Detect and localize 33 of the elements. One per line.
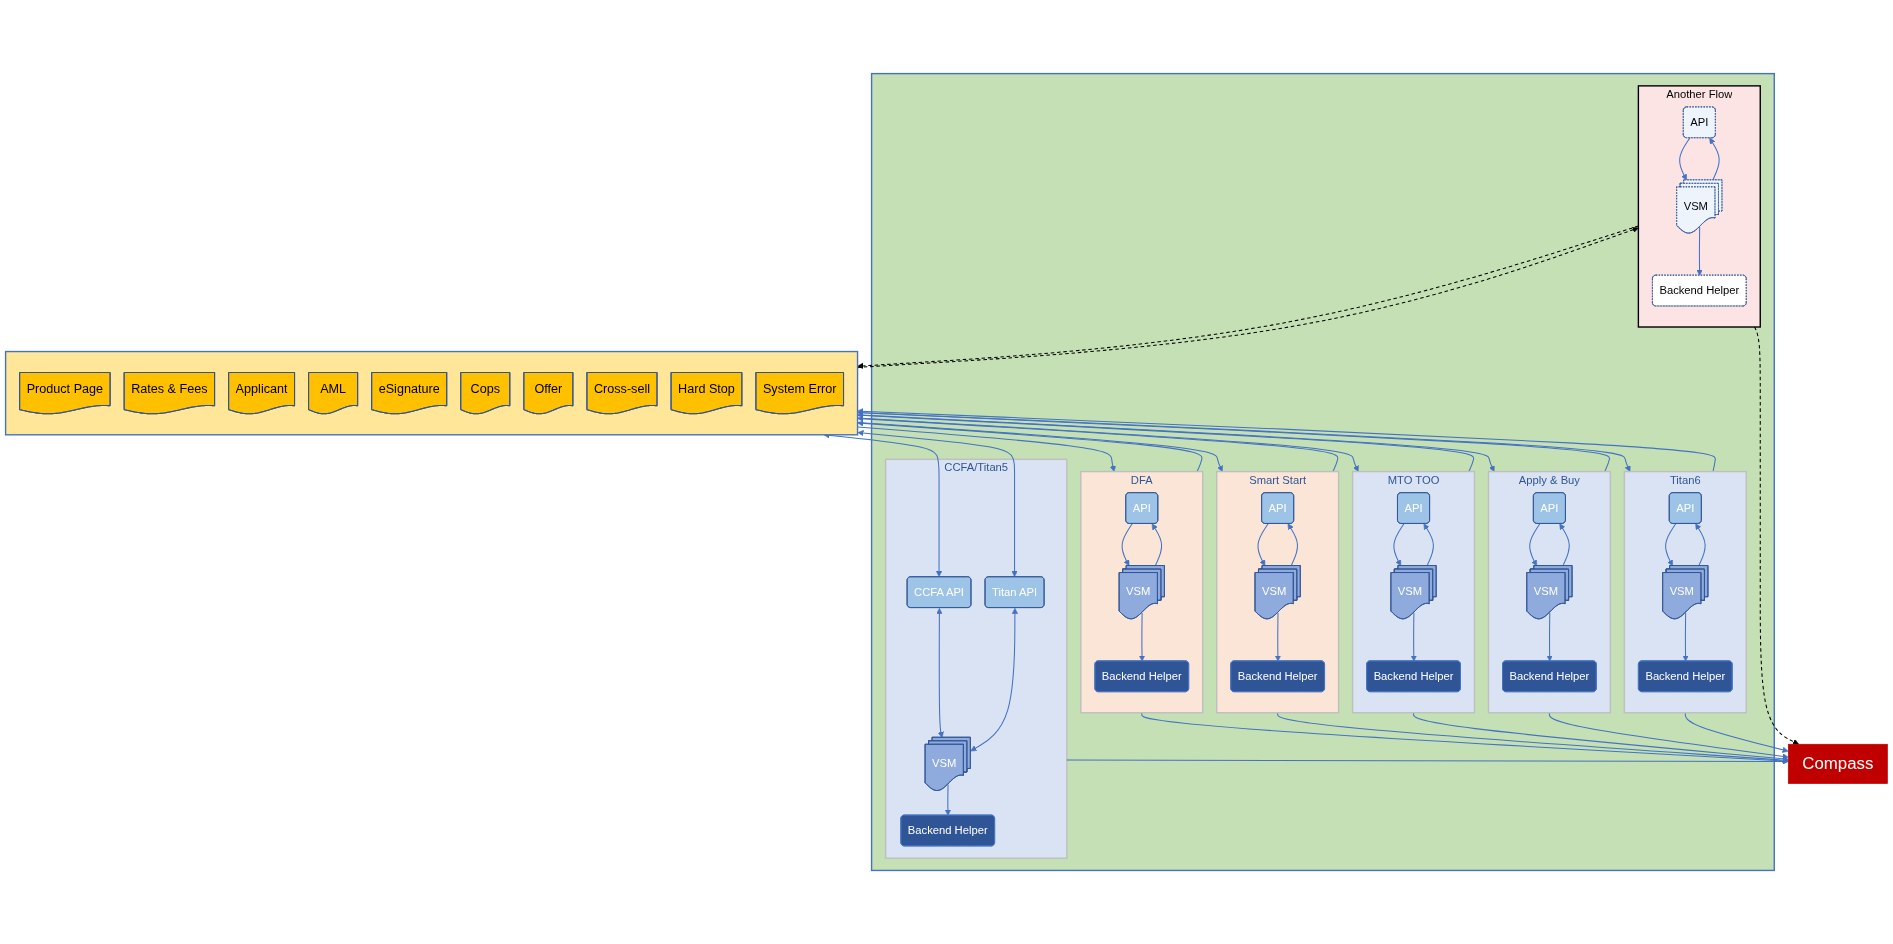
cluster [870, 72, 1775, 872]
arrow [857, 430, 1018, 577]
cluster [4, 350, 859, 436]
arrow [970, 607, 1018, 752]
arrow [1287, 523, 1298, 567]
arrow [1413, 712, 1789, 762]
arrow [1684, 712, 1789, 753]
arrow [1695, 523, 1706, 567]
arrow [1709, 137, 1720, 181]
arrow [1121, 523, 1133, 567]
arrow [1393, 523, 1405, 567]
arrow [1682, 612, 1689, 662]
node-box: Compass [1787, 743, 1888, 784]
arrow [1665, 523, 1677, 567]
arrow [1679, 137, 1691, 181]
arrow [936, 607, 944, 738]
arrow [1559, 523, 1570, 567]
arrow [1546, 612, 1553, 662]
arrow [1529, 523, 1541, 567]
arrow [944, 783, 951, 816]
arrow [1423, 523, 1434, 567]
arrow [1277, 712, 1789, 764]
arrow [1410, 612, 1417, 662]
arrow [857, 426, 1116, 472]
arrow [1754, 326, 1799, 745]
arrow [1138, 612, 1146, 662]
arrow [1274, 612, 1281, 662]
arrow [1696, 226, 1703, 276]
arrow [1257, 523, 1269, 567]
arrow [1141, 712, 1789, 764]
arrow [1066, 758, 1789, 765]
arrow [1548, 712, 1789, 760]
arrow [1151, 523, 1163, 567]
